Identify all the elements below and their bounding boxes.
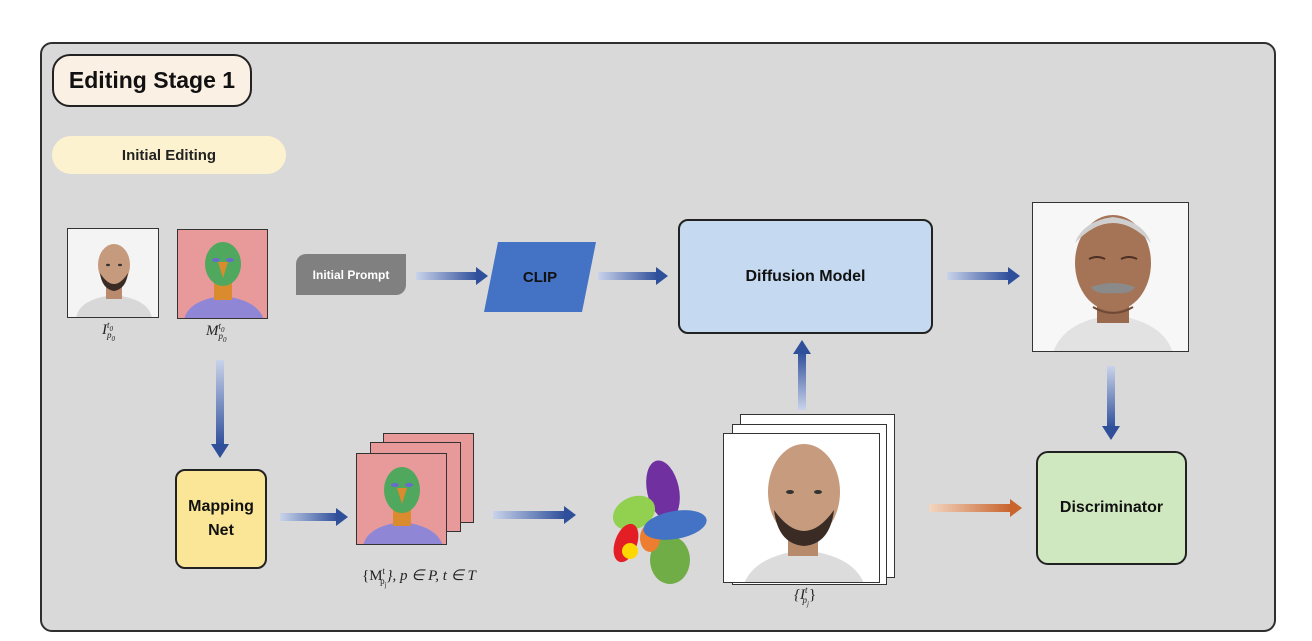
- arrow-mask-to-mapping: [211, 360, 229, 458]
- arrow-prompt-to-clip: [416, 267, 488, 285]
- mapping-net-label-line2: Net: [208, 522, 234, 539]
- input-portrait-image: [67, 228, 159, 318]
- mask-set-label: {Mtpj}, p ∈ P, t ∈ T: [362, 566, 476, 589]
- mapping-net-box: Mapping Net: [175, 469, 267, 569]
- initial-editing-label: Initial Editing: [52, 136, 286, 174]
- edited-portrait-image: [1032, 202, 1189, 352]
- clip-shape: [484, 242, 596, 312]
- arrow-output-to-discriminator: [1102, 366, 1120, 440]
- arrow-renders-to-discriminator: [929, 499, 1022, 517]
- clip-label: CLIP: [522, 268, 558, 286]
- mask-stack-front: [356, 453, 447, 545]
- discriminator-label: Discriminator: [1059, 499, 1164, 516]
- input-mask-image: [177, 229, 268, 319]
- arrow-diffusion-to-output: [947, 267, 1020, 285]
- initial-prompt-box: Initial Prompt: [296, 254, 406, 295]
- render-stack-front: [723, 433, 880, 583]
- mapping-net-label-line1: Mapping: [188, 498, 254, 515]
- diffusion-model-box: Diffusion Model: [678, 219, 933, 334]
- arrow-renders-to-diffusion: [793, 340, 811, 410]
- gaussian-splat-icon: [612, 460, 707, 584]
- image-set-label: {Itpj}: [794, 585, 817, 608]
- arrow-masks-to-gaussian: [493, 506, 576, 524]
- initial-prompt-label: Initial Prompt: [312, 267, 390, 282]
- diffusion-model-label: Diffusion Model: [745, 267, 866, 285]
- arrow-mapping-to-masks: [280, 508, 348, 526]
- arrow-clip-to-diffusion: [598, 267, 668, 285]
- input-mask-label: Mt0p0: [206, 321, 227, 344]
- discriminator-box: Discriminator: [1036, 451, 1187, 565]
- input-image-label: It0p0: [102, 320, 116, 343]
- stage-title: Editing Stage 1: [52, 54, 252, 107]
